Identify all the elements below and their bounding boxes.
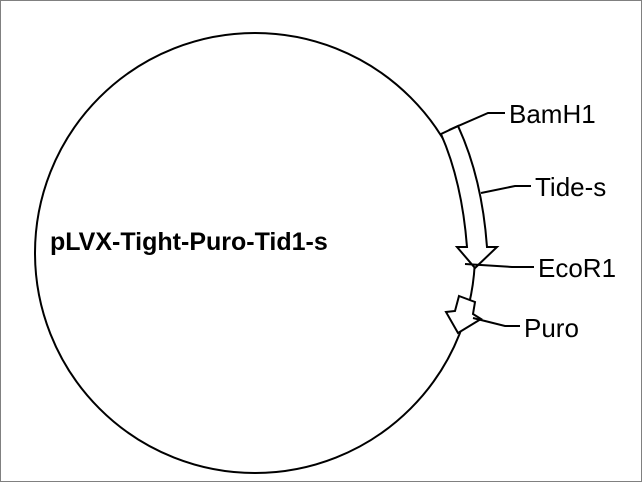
puro-leader-line	[472, 317, 520, 327]
puro-label: Puro	[524, 313, 579, 343]
tide-s-feature-arrow	[439, 124, 500, 270]
ecor1-leader-line	[464, 263, 534, 268]
puro-feature-arrow	[444, 294, 483, 335]
tide-s-leader-line	[480, 185, 531, 194]
tide-s-label: Tide-s	[535, 172, 606, 202]
ecor1-label: EcoR1	[538, 253, 616, 283]
plasmid-name: pLVX-Tight-Puro-Tid1-s	[50, 228, 328, 256]
bamh1-label: BamH1	[509, 99, 596, 129]
bamh1-leader-line	[448, 112, 505, 131]
